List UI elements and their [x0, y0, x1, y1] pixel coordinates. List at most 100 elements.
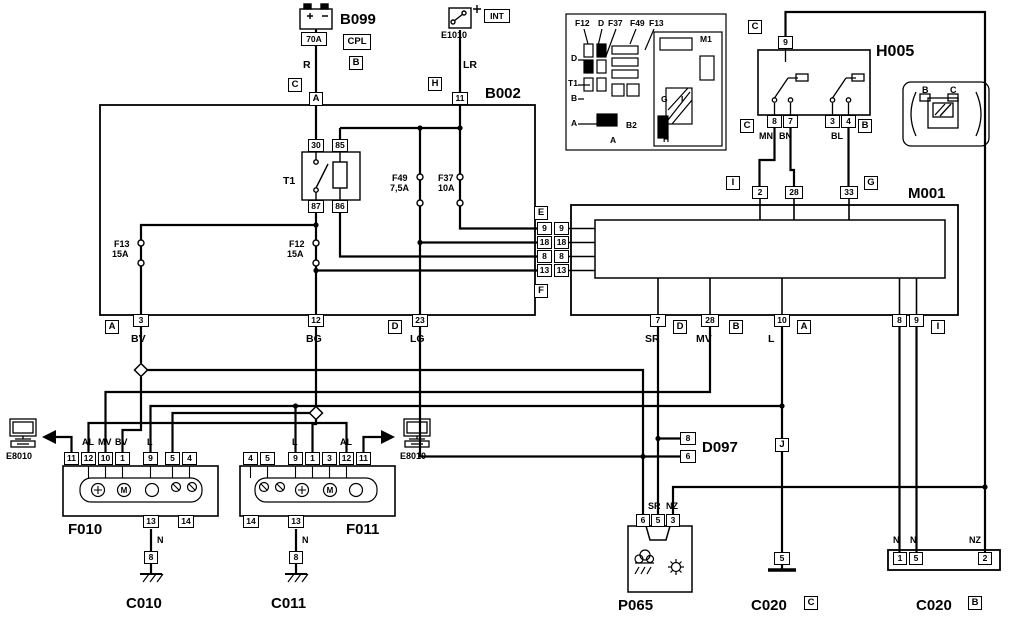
connector-box-g: G [864, 176, 878, 190]
fusebox-left-d: D [571, 53, 578, 63]
connector-box-e: E [534, 206, 548, 220]
f010-box [62, 465, 219, 517]
f010-pin-12: 12 [81, 452, 96, 465]
p065-pin-5: 5 [651, 514, 665, 527]
component-label-b002: B002 [485, 85, 521, 102]
c020b-bar [887, 549, 1001, 571]
f011-pin-14: 14 [243, 515, 259, 528]
fusebox-g: G [661, 94, 668, 104]
component-label-b099: B099 [340, 11, 376, 28]
cpl-box: CPL [343, 34, 371, 50]
ground-icon-c010 [140, 573, 164, 583]
wire-label-bv: BV [131, 333, 146, 345]
int-box: INT [484, 9, 510, 23]
fusebox-top-f37: F37 [608, 18, 623, 28]
h005-pin-8: 8 [767, 115, 782, 128]
connector-box-c020c: C [804, 596, 818, 610]
m001-row4-a: 13 [537, 264, 552, 277]
ground-icon-c011 [285, 573, 309, 583]
fuse-label-f12: F12 [289, 239, 305, 249]
wire-label-l: L [768, 333, 775, 345]
component-label-c010: C010 [126, 595, 162, 612]
m001-pin-7: 7 [650, 314, 666, 327]
f011-pin-13: 13 [288, 515, 304, 528]
h005-internals [771, 49, 865, 115]
connector-box-b-right: B [858, 119, 872, 133]
m001-row1-b: 9 [554, 222, 569, 235]
component-label-p065: P065 [618, 597, 654, 614]
wire-label-bv-f010: BV [115, 437, 128, 447]
component-label-e8010-left: E8010 [6, 451, 33, 461]
fusebox-top-d: D [598, 18, 605, 28]
connector-box-d: D [388, 320, 402, 334]
sensor-label-c: C [950, 85, 957, 95]
f010-pin-14: 14 [178, 515, 194, 528]
motor-label: M [121, 486, 128, 495]
rain-icon [634, 549, 655, 575]
fuse-label-f13: F13 [114, 239, 130, 249]
component-label-f010: F010 [68, 521, 103, 538]
m001-row2-b: 18 [554, 236, 569, 249]
fuse-70a: 70A [301, 32, 327, 46]
f010-pin-1: 1 [115, 452, 130, 465]
wire-label-mv-f010: MV [98, 437, 112, 447]
wire-label-sr: SR [645, 333, 660, 345]
connector-box-c-top: C [748, 20, 762, 34]
m001-pin-33: 33 [840, 186, 858, 199]
f011-pin-12: 12 [339, 452, 354, 465]
fusebox-left-b: B [571, 93, 578, 103]
fusebox-top-f13: F13 [649, 18, 664, 28]
fusebox-m1: M1 [700, 34, 712, 44]
fuse-rating-f37: 10A [438, 183, 455, 193]
pin-11: 11 [452, 92, 468, 105]
d097-pin-6: 6 [680, 450, 696, 463]
wire-label-n2: N [910, 535, 917, 545]
sensor-label-b: B [922, 85, 929, 95]
c020b-pin-5: 5 [909, 552, 923, 565]
component-label-d097: D097 [702, 439, 738, 456]
sensor-illustration [902, 81, 990, 147]
power-wires [56, 10, 987, 574]
m001-pin-8: 8 [892, 314, 907, 327]
m001-row4-b: 13 [554, 264, 569, 277]
m001-row3-a: 8 [537, 250, 552, 263]
component-label-f011: F011 [346, 521, 380, 538]
f011-pin-11: 11 [356, 452, 371, 465]
h005-pin-4: 4 [841, 115, 856, 128]
relay-label-t1: T1 [283, 175, 296, 187]
wire-label-al-f010: AL [82, 437, 94, 447]
f011-pin-1: 1 [305, 452, 320, 465]
sun-icon [668, 559, 684, 575]
fusebox-top-f12: F12 [575, 18, 590, 28]
m001-pin-stubs [569, 199, 918, 314]
component-label-h005: H005 [876, 43, 915, 60]
h005-box [757, 49, 871, 116]
component-label-c020b: C020 [916, 597, 952, 614]
connector-box-c: C [288, 78, 302, 92]
motor-label: M [327, 486, 334, 495]
m001-row3-b: 8 [554, 250, 569, 263]
connector-box-a: A [309, 92, 323, 106]
h005-pin-9: 9 [778, 36, 793, 49]
wire-label-n-c010: N [157, 535, 164, 545]
fusebox-detail-graphics [565, 13, 727, 151]
p065-pin-6: 6 [636, 514, 650, 527]
f010-pin-11: 11 [64, 452, 79, 465]
fusebox-left-t1: T1 [568, 78, 578, 88]
c020b-pin-2: 2 [978, 552, 992, 565]
wire-label-lg: LG [410, 333, 425, 345]
f011-pin-3: 3 [322, 452, 337, 465]
connector-box-b2: B [729, 320, 743, 334]
m001-pin-9: 9 [909, 314, 924, 327]
wire-label-l-f010: L [147, 437, 153, 447]
d097-pin-8: 8 [680, 432, 696, 445]
connector-box-f: F [534, 284, 548, 298]
connector-box-h: H [428, 77, 442, 91]
wire-label-mn: MN [759, 131, 773, 141]
c011-pin-8: 8 [289, 551, 303, 564]
connector-box-c020b: B [968, 596, 982, 610]
wire-label-mv: MV [696, 333, 712, 345]
c020c-pin-5: 5 [774, 552, 790, 565]
m001-row2-a: 18 [537, 236, 552, 249]
